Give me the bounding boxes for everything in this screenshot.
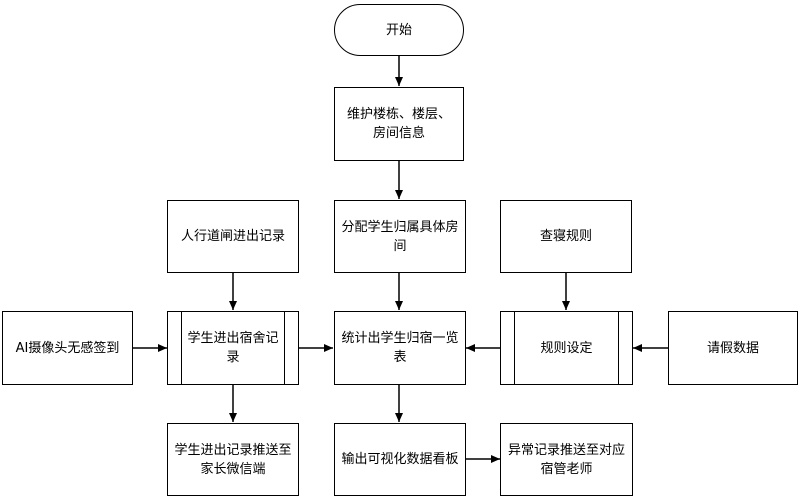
stat-table-label: 统计出学生归宿一览表 [341, 331, 459, 365]
ai-checkin-node: AI摄像头无感签到 [2, 311, 133, 385]
maintain-info-label: 维护楼栋、楼层、房间信息 [346, 107, 451, 141]
visual-board-node: 输出可视化数据看板 [334, 423, 466, 496]
start-label: 开始 [385, 22, 412, 38]
ai-checkin-label: AI摄像头无感签到 [15, 340, 120, 356]
assign-room-label: 分配学生归属具体房间 [341, 219, 459, 254]
rule-setting-node: 规则设定 [500, 311, 633, 385]
gate-records-label: 人行道闸进出记录 [180, 229, 285, 244]
push-parents-label: 学生进出记录推送至家长微信端 [174, 442, 292, 477]
maintain-info-node: 维护楼栋、楼层、房间信息 [334, 87, 464, 161]
check-rules-node: 查寝规则 [500, 200, 632, 273]
dorm-records-label: 学生进出宿舍记录 [187, 331, 279, 365]
check-rules-label: 查寝规则 [539, 229, 592, 244]
visual-board-label: 输出可视化数据看板 [341, 452, 459, 467]
stat-table-node: 统计出学生归宿一览表 [334, 311, 466, 385]
leave-data-node: 请假数据 [668, 311, 798, 385]
rule-setting-label: 规则设定 [540, 340, 593, 356]
leave-data-label: 请假数据 [706, 340, 759, 356]
gate-records-node: 人行道闸进出记录 [167, 200, 299, 273]
start-node: 开始 [334, 4, 464, 56]
push-parents-node: 学生进出记录推送至家长微信端 [167, 423, 299, 496]
dorm-records-node: 学生进出宿舍记录 [167, 311, 299, 385]
push-teacher-label: 异常记录推送至对应宿管老师 [507, 442, 625, 477]
assign-room-node: 分配学生归属具体房间 [334, 200, 466, 273]
push-teacher-node: 异常记录推送至对应宿管老师 [500, 423, 633, 496]
